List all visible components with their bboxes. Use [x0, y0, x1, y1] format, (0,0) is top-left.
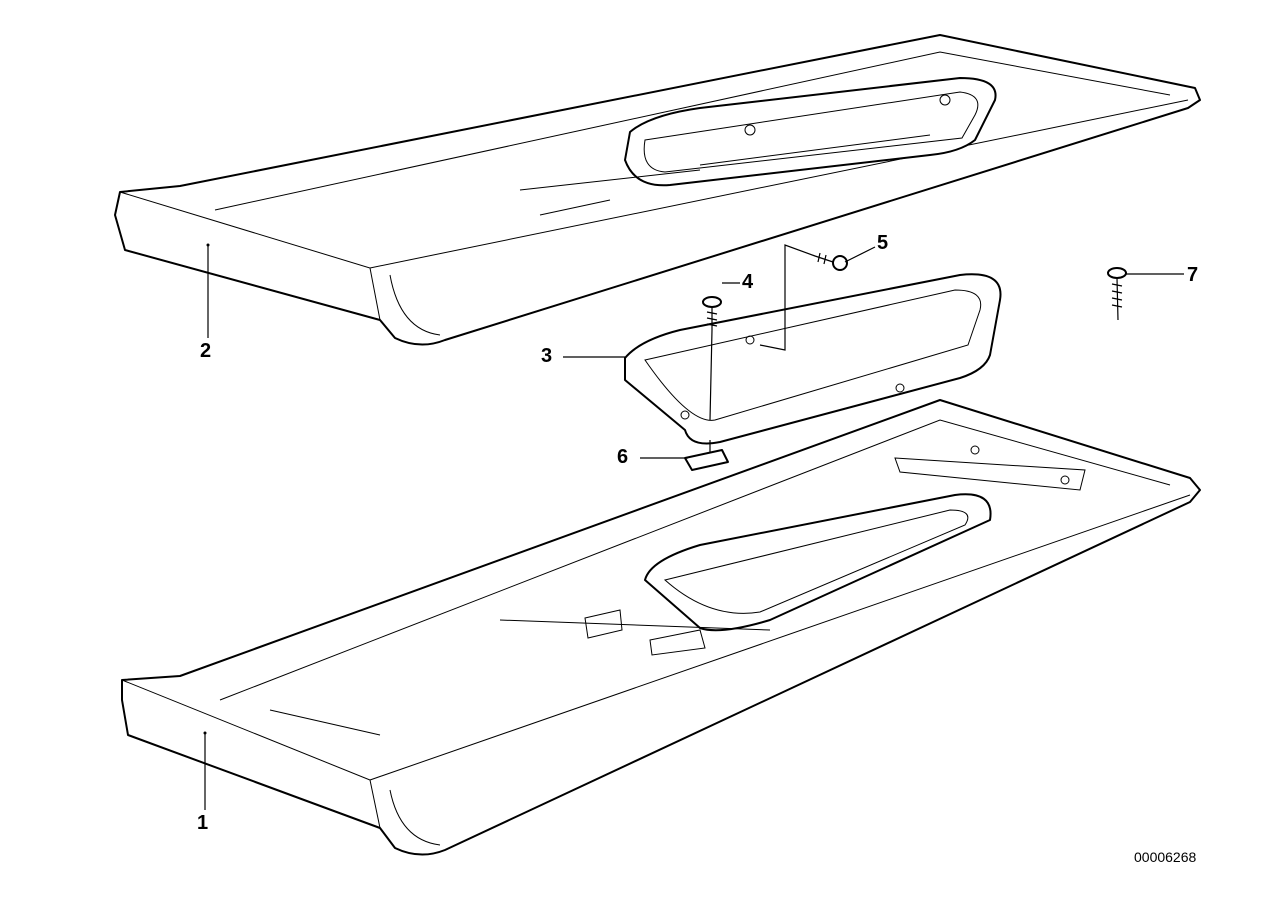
screw-part-7: [1107, 267, 1127, 321]
callout-7: 7: [1187, 264, 1199, 286]
callout-3: 3: [541, 345, 553, 367]
leader-lines: [203, 243, 1184, 810]
document-id: 00006268: [1134, 849, 1197, 865]
frame-ring-part-3: [624, 273, 1002, 445]
callout-1: 1: [197, 812, 209, 834]
callout-4: 4: [742, 271, 754, 293]
clip-nut-part-6: [684, 440, 729, 471]
lower-panel-part-1: [121, 399, 1201, 856]
callout-6: 6: [617, 446, 629, 468]
upper-panel-part-2: [114, 34, 1201, 346]
callout-2: 2: [200, 340, 212, 362]
callout-5: 5: [877, 232, 889, 254]
screw-part-5: [759, 244, 848, 351]
screw-part-4: [702, 296, 722, 421]
